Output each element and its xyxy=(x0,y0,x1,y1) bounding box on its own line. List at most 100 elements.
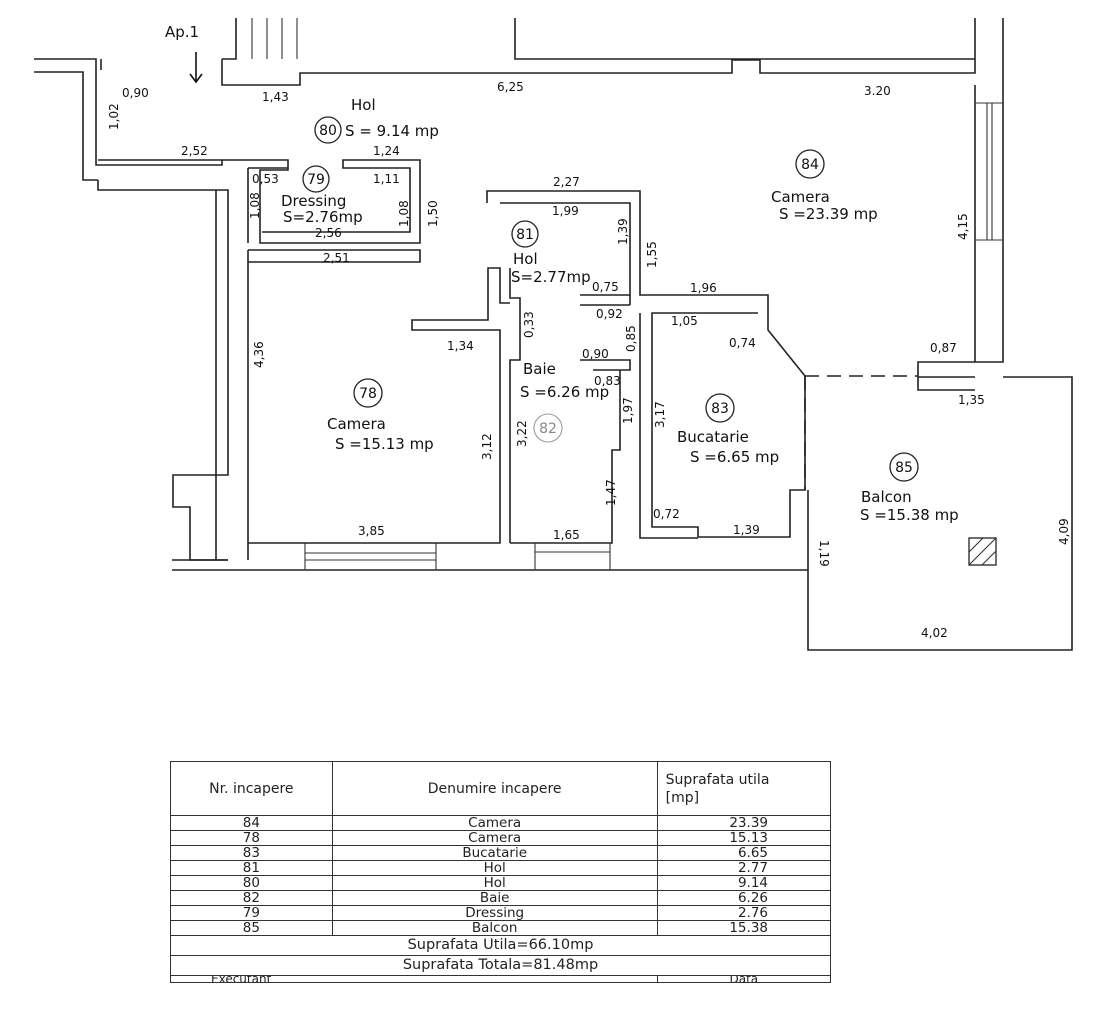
room-83: 83 Bucatarie S =6.65 mp xyxy=(677,393,779,466)
row-area: 15.38 xyxy=(656,920,832,936)
row-name: Bucatarie xyxy=(331,845,658,861)
dimension-label: 0,75 xyxy=(592,280,619,294)
row-number: 82 xyxy=(170,890,333,906)
entrance-arrow-icon xyxy=(189,52,203,84)
room-number: 81 xyxy=(516,227,534,243)
dimension-label: 1,35 xyxy=(958,393,985,407)
room-area: S =15.13 mp xyxy=(335,435,434,453)
legend-header-row: Nr. incapere Denumire incapere Suprafata… xyxy=(170,761,832,816)
dimension-label: 0,53 xyxy=(252,172,279,186)
header-area-label: Suprafata utila xyxy=(665,771,770,788)
row-area: 2.77 xyxy=(656,860,832,876)
dimension-label: 1,50 xyxy=(426,200,440,227)
dimension-label: 1,34 xyxy=(447,339,474,353)
room-number: 78 xyxy=(359,386,377,402)
dimension-label: 0,74 xyxy=(729,336,756,350)
dimension-label: 0,72 xyxy=(653,507,680,521)
room-name: Hol xyxy=(513,250,538,268)
dimension-label: 2,27 xyxy=(553,175,580,189)
dimension-label: 1,24 xyxy=(373,144,400,158)
dimension-label: 1,05 xyxy=(671,314,698,328)
table-row: 81 Hol 2.77 xyxy=(170,860,832,876)
row-number: 80 xyxy=(170,875,333,891)
dimension-label: 0,33 xyxy=(522,311,536,338)
dimension-label: 1,19 xyxy=(817,540,831,567)
dimension-label: 1,55 xyxy=(645,241,659,268)
table-row: 85 Balcon 15.38 xyxy=(170,920,832,936)
room-name: Dressing xyxy=(281,192,346,210)
dimension-label: 3.20 xyxy=(864,84,891,98)
header-room-number: Nr. incapere xyxy=(170,761,333,816)
row-number: 84 xyxy=(170,815,333,831)
dimension-label: 4,09 xyxy=(1057,518,1071,545)
dimension-label: 1,97 xyxy=(621,397,635,424)
dimension-label: 6,25 xyxy=(497,80,524,94)
dimension-label: 1,11 xyxy=(373,172,400,186)
footer-executant: Executant xyxy=(170,975,658,983)
footer-row: Executant Data xyxy=(170,975,832,983)
row-area: 15.13 xyxy=(656,830,832,846)
dimension-label: 1,39 xyxy=(616,218,630,245)
header-area: Suprafata utila [mp] xyxy=(656,761,832,816)
dimension-label: 1,65 xyxy=(553,528,580,542)
dimension-label: 0,83 xyxy=(594,374,621,388)
room-area: S =6.26 mp xyxy=(520,383,609,401)
room-name: Baie xyxy=(523,360,556,378)
room-area: S =6.65 mp xyxy=(690,448,779,466)
dimension-label: 0,85 xyxy=(624,325,638,352)
row-area: 6.65 xyxy=(656,845,832,861)
dimension-label: 1,39 xyxy=(733,523,760,537)
room-85: 85 Balcon S =15.38 mp xyxy=(860,452,959,524)
header-area-unit: [mp] xyxy=(665,789,700,806)
row-area: 6.26 xyxy=(656,890,832,906)
dimension-label: 3,12 xyxy=(480,433,494,460)
dimension-label: 0,90 xyxy=(122,86,149,100)
room-name: Balcon xyxy=(861,488,912,506)
total-row: Suprafata Totala=81.48mp xyxy=(170,955,831,976)
dimension-label: 2,56 xyxy=(315,226,342,240)
room-82: 82 Baie S =6.26 mp xyxy=(520,360,609,443)
dimension-label: 4,15 xyxy=(956,213,970,240)
row-number: 85 xyxy=(170,920,333,936)
row-number: 78 xyxy=(170,830,333,846)
entrance-label: Ap.1 xyxy=(165,23,199,41)
room-81: 81 Hol S=2.77mp xyxy=(511,220,591,286)
dimension-label: 2,52 xyxy=(181,144,208,158)
dimension-label: 0,92 xyxy=(596,307,623,321)
room-84: 84 Camera S =23.39 mp xyxy=(771,149,878,223)
room-area: S =15.38 mp xyxy=(860,506,959,524)
dimension-label: 3,17 xyxy=(653,401,667,428)
room-number: 84 xyxy=(801,157,819,173)
room-name: Bucatarie xyxy=(677,428,749,446)
room-78: 78 Camera S =15.13 mp xyxy=(327,378,434,453)
room-area: S =23.39 mp xyxy=(779,205,878,223)
room-name: Hol xyxy=(351,96,376,114)
dimension-labels: 0,90 1,02 1,43 6,25 3.20 2,52 1,24 0,53 … xyxy=(107,80,1071,640)
room-number: 83 xyxy=(711,401,729,417)
dimension-label: 3,22 xyxy=(515,420,529,447)
table-row: 84 Camera 23.39 xyxy=(170,815,832,831)
room-legend-table: Nr. incapere Denumire incapere Suprafata… xyxy=(170,761,832,983)
row-name: Baie xyxy=(331,890,658,906)
floor-plan: Ap.1 80 Hol S = 9.14 mp 79 Dressing S=2.… xyxy=(34,18,1073,651)
dimension-label: 4,02 xyxy=(921,626,948,640)
room-number: 82 xyxy=(539,421,557,437)
row-area: 2.76 xyxy=(656,905,832,921)
row-area: 23.39 xyxy=(656,815,832,831)
room-name: Camera xyxy=(771,188,830,206)
table-row: 82 Baie 6.26 xyxy=(170,890,832,906)
row-number: 81 xyxy=(170,860,333,876)
dimension-label: 1,08 xyxy=(397,200,411,227)
room-80: 80 Hol S = 9.14 mp xyxy=(314,96,439,144)
dimension-label: 1,96 xyxy=(690,281,717,295)
footer-date: Data xyxy=(656,975,832,983)
dimension-label: 0,87 xyxy=(930,341,957,355)
row-number: 83 xyxy=(170,845,333,861)
walls xyxy=(34,18,1073,651)
room-79: 79 Dressing S=2.76mp xyxy=(281,165,363,226)
dimension-label: 4,36 xyxy=(252,341,266,368)
table-row: 83 Bucatarie 6.65 xyxy=(170,845,832,861)
dimension-label: 3,85 xyxy=(358,524,385,538)
table-row: 80 Hol 9.14 xyxy=(170,875,832,891)
room-area: S=2.77mp xyxy=(511,268,591,286)
